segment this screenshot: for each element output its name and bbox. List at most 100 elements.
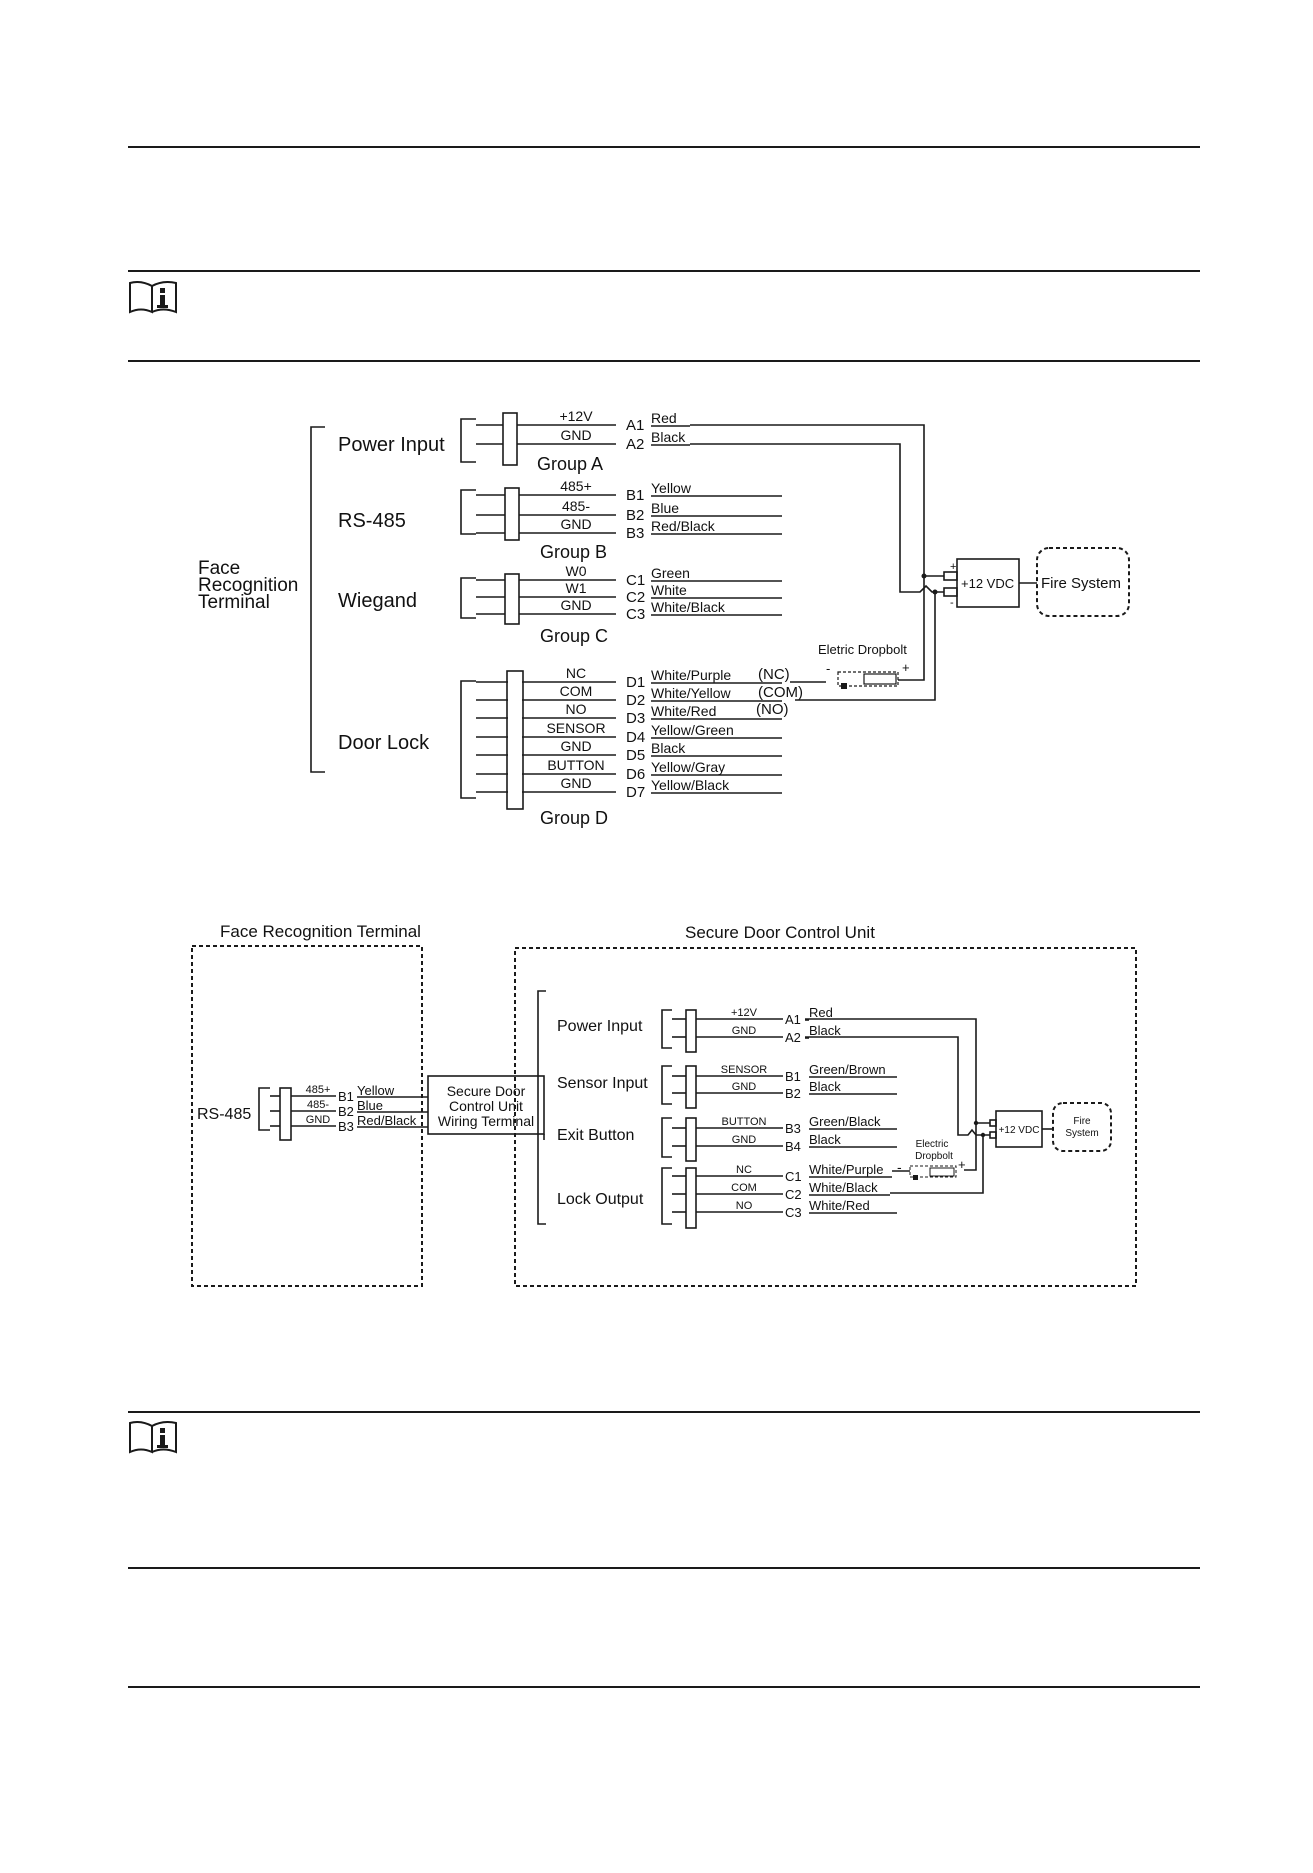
pin-id: D1 bbox=[626, 674, 645, 691]
unit-bracket bbox=[537, 990, 546, 1225]
dropbolt-icon bbox=[909, 1165, 957, 1178]
psu-terminal bbox=[943, 587, 958, 597]
dropbolt-icon bbox=[863, 673, 897, 685]
pin-name: 485- bbox=[562, 498, 590, 514]
psu-terminal bbox=[989, 1119, 997, 1127]
dropbolt-minus: - bbox=[897, 1159, 902, 1175]
wire-color: Black bbox=[809, 1079, 841, 1094]
connector-block bbox=[685, 1167, 697, 1229]
pin-name: NC bbox=[736, 1164, 752, 1176]
pin-name: GND bbox=[560, 775, 591, 791]
group-title: Lock Output bbox=[557, 1191, 644, 1208]
wire-color: Yellow/Gray bbox=[651, 759, 725, 775]
group-title-rs485: RS-485 bbox=[338, 510, 406, 532]
pin-id: C2 bbox=[785, 1187, 802, 1202]
group-title-power: Power Input bbox=[338, 434, 445, 456]
pin-name: W0 bbox=[566, 563, 587, 579]
connector-block bbox=[504, 573, 520, 625]
wire-color: White/Purple bbox=[809, 1162, 883, 1177]
pin-id: A1 bbox=[785, 1012, 801, 1027]
wire-black bbox=[690, 443, 944, 593]
unit-frame bbox=[514, 947, 1137, 1287]
junction-dot bbox=[932, 589, 938, 595]
pin-id: D7 bbox=[626, 784, 645, 801]
connector-block bbox=[685, 1009, 697, 1053]
terminal-bracket bbox=[310, 426, 325, 773]
group-bracket bbox=[661, 1117, 672, 1158]
dropbolt-label: Dropbolt bbox=[915, 1151, 953, 1162]
note-icon bbox=[129, 281, 177, 314]
fire-system-label: Fire bbox=[1073, 1116, 1091, 1127]
wire-color: Black bbox=[809, 1023, 841, 1038]
pin-name: COM bbox=[731, 1182, 757, 1194]
connector-block bbox=[502, 412, 518, 466]
pin-name: BUTTON bbox=[547, 757, 604, 773]
wire-color: Black bbox=[651, 740, 686, 756]
wire-color: Black bbox=[809, 1132, 841, 1147]
pin-name: GND bbox=[560, 427, 591, 443]
wire-dropbolt-plus bbox=[898, 578, 925, 681]
wiring-terminal-label: Secure Door bbox=[447, 1083, 526, 1099]
pin-name: GND bbox=[732, 1134, 757, 1146]
pin-id: B1 bbox=[785, 1069, 801, 1084]
wire-red bbox=[805, 1018, 990, 1124]
pin-id: A2 bbox=[626, 436, 644, 453]
terminal-label: Terminal bbox=[198, 592, 270, 613]
pin-id: A2 bbox=[785, 1030, 801, 1045]
note-rule-top bbox=[128, 270, 1200, 272]
pin-name: GND bbox=[306, 1114, 331, 1126]
pin-name: GND bbox=[560, 597, 591, 613]
wire-color: Yellow bbox=[357, 1083, 395, 1098]
pin-id: C3 bbox=[626, 606, 645, 623]
terminal-label: Face bbox=[198, 558, 240, 579]
wire-color: Green bbox=[651, 565, 690, 581]
pin-id: C2 bbox=[626, 589, 645, 606]
pin-id: B1 bbox=[338, 1089, 354, 1104]
dropbolt-icon bbox=[913, 1175, 918, 1180]
wire-color: Red bbox=[651, 410, 677, 426]
junction-dot bbox=[973, 1120, 979, 1126]
pin-name: SENSOR bbox=[546, 720, 605, 736]
wire-color: White/Yellow bbox=[651, 685, 732, 701]
wire-color: White/Black bbox=[809, 1180, 878, 1195]
group-bracket bbox=[460, 680, 476, 799]
dropbolt-label: Eletric Dropbolt bbox=[818, 642, 907, 657]
wiring-terminal-box bbox=[427, 1075, 545, 1135]
rs485-title: RS-485 bbox=[197, 1106, 251, 1123]
group-bracket bbox=[661, 1065, 672, 1105]
wire-color: Green/Black bbox=[809, 1114, 881, 1129]
dropbolt-minus: - bbox=[826, 661, 830, 676]
wire-color: Black bbox=[651, 429, 686, 445]
unit-title: Secure Door Control Unit bbox=[685, 923, 875, 942]
pin-name: +12V bbox=[559, 408, 593, 424]
note-icon bbox=[129, 1421, 177, 1454]
wire-color: Yellow/Black bbox=[651, 777, 730, 793]
wire-color: White/Black bbox=[651, 599, 726, 615]
lock-tag-no: (NO) bbox=[756, 701, 789, 718]
pin-id: B3 bbox=[785, 1121, 801, 1136]
pin-name: GND bbox=[732, 1081, 757, 1093]
group-bracket bbox=[460, 577, 476, 619]
pin-name: NC bbox=[566, 665, 586, 681]
group-title: Exit Button bbox=[557, 1127, 634, 1144]
wire-color: Blue bbox=[357, 1098, 383, 1113]
wire-color: White/Purple bbox=[651, 667, 731, 683]
group-bracket bbox=[460, 418, 476, 463]
pin-name: BUTTON bbox=[721, 1116, 766, 1128]
pin-name: W1 bbox=[566, 580, 587, 596]
pin-name: NO bbox=[736, 1200, 753, 1212]
pin-name: 485- bbox=[307, 1099, 329, 1111]
group-bracket bbox=[661, 1009, 672, 1049]
dropbolt-plus: + bbox=[958, 1157, 966, 1172]
pin-name: GND bbox=[560, 516, 591, 532]
lock-tag-com: (COM) bbox=[758, 684, 803, 701]
wire-color: Green/Brown bbox=[809, 1062, 886, 1077]
pin-id: D5 bbox=[626, 747, 645, 764]
dropbolt-label: Electric bbox=[916, 1139, 949, 1150]
connector-block bbox=[685, 1117, 697, 1162]
rs485-connector bbox=[279, 1087, 292, 1141]
wire-dropbolt-plus bbox=[964, 1123, 977, 1171]
pin-name: GND bbox=[560, 738, 591, 754]
junction-dot bbox=[980, 1132, 986, 1138]
